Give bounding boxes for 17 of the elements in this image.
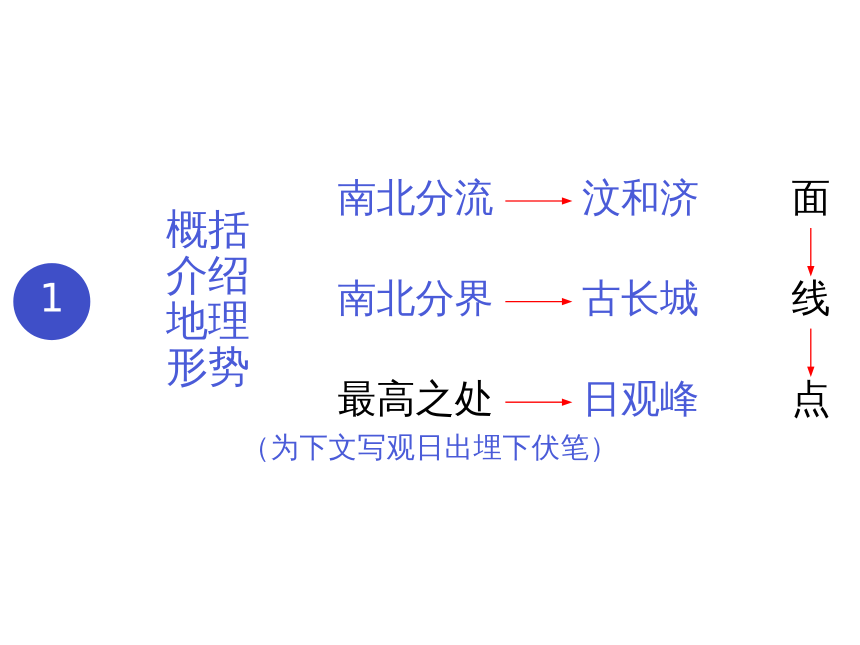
node-text: 古长城 (582, 276, 699, 322)
node-text: 最高之处 (338, 376, 494, 422)
caption: （为下文写观日出埋下伏笔） (242, 430, 618, 464)
node-text: 面 (791, 176, 830, 221)
node-circle: 1 (13, 263, 90, 340)
arrow (505, 398, 572, 406)
node-text: 日观峰 (582, 376, 699, 422)
arrow (505, 298, 572, 306)
node-text: 南北分流 (338, 176, 494, 221)
arrow (505, 197, 572, 205)
label: 概括介绍地理形势 (166, 204, 250, 391)
arrow (807, 228, 814, 276)
node-text: 点 (791, 376, 830, 422)
node-text: 汶和济 (582, 176, 699, 221)
arrow (807, 328, 814, 378)
node-text: 南北分界 (338, 276, 494, 322)
node-text: 线 (791, 276, 830, 322)
